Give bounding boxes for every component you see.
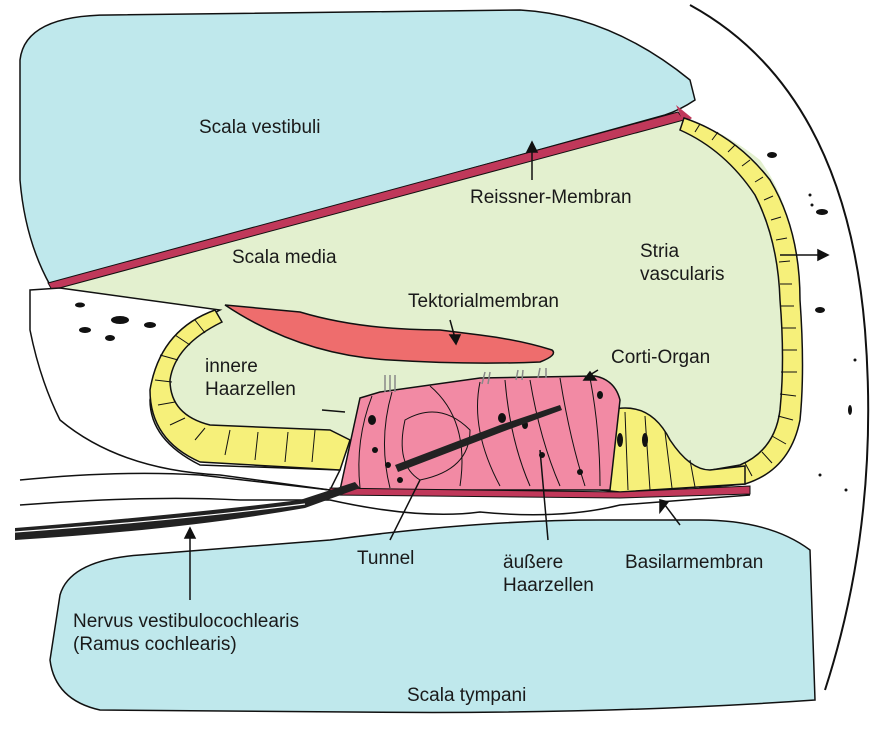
- scala-tympani-region: [50, 520, 815, 713]
- cochlear-nerve-fiber: [15, 482, 360, 540]
